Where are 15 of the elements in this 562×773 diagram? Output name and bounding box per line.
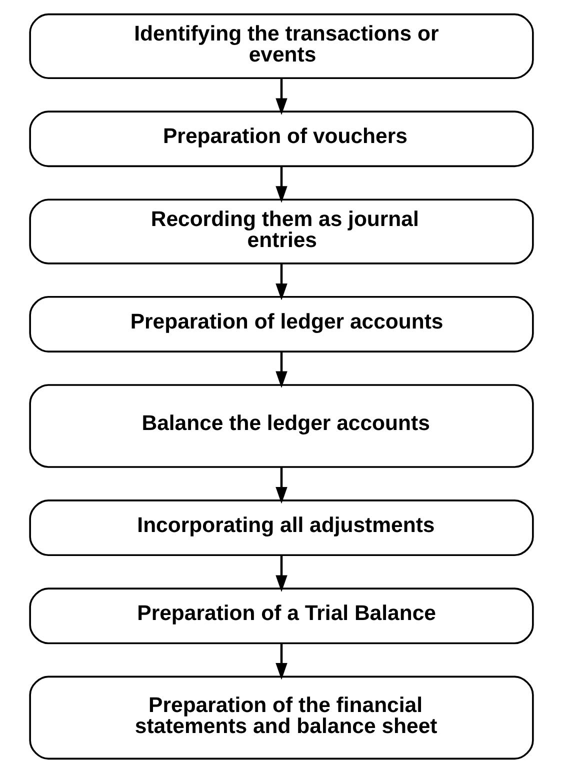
arrow bbox=[275, 264, 287, 300]
node-box: Preparation of vouchers bbox=[28, 110, 534, 168]
node-box: Identifying the transactions or events bbox=[28, 13, 534, 80]
node-box: Recording them as journal entries bbox=[28, 198, 534, 264]
node-box: Preparation of a Trial Balance bbox=[28, 588, 534, 644]
node-box: Incorporating all adjustments bbox=[28, 500, 534, 556]
node-box: Preparation of the financial statements and balance sheet bbox=[28, 676, 534, 760]
arrow bbox=[275, 352, 287, 388]
arrow bbox=[275, 467, 287, 504]
node-box: Preparation of ledger accounts bbox=[28, 296, 534, 352]
arrow bbox=[275, 166, 287, 203]
arrow bbox=[275, 643, 287, 680]
arrow bbox=[275, 78, 287, 115]
arrow bbox=[275, 555, 287, 592]
node-box: Balance the ledger accounts bbox=[28, 384, 534, 468]
